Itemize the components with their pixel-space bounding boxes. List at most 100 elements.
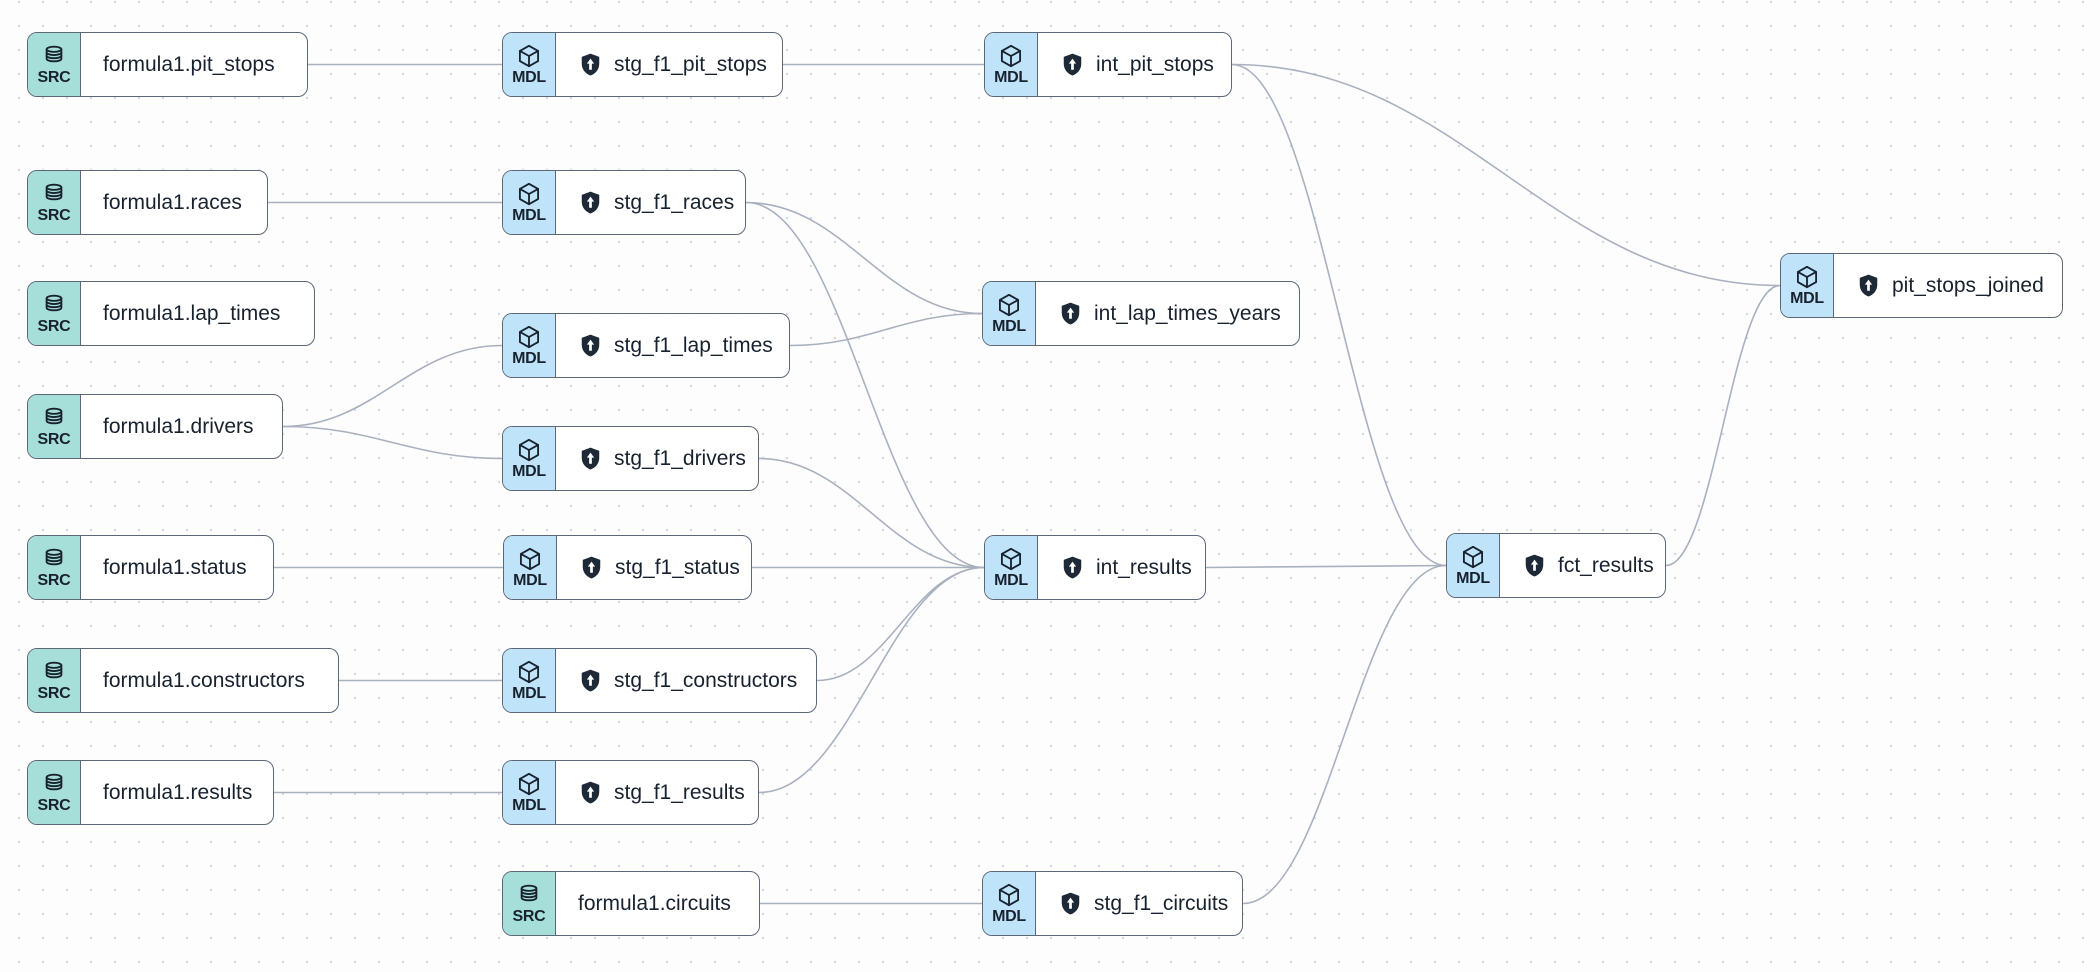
node-label: stg_f1_results [614, 780, 745, 804]
node-src_drivers[interactable]: SRC formula1.drivers [27, 394, 283, 459]
node-label: formula1.pit_stops [103, 52, 275, 76]
node-body: formula1.races [81, 171, 262, 234]
database-icon [45, 46, 63, 63]
shield-icon [581, 669, 600, 692]
node-src_results[interactable]: SRC formula1.results [27, 760, 274, 825]
node-body: formula1.pit_stops [81, 33, 295, 96]
node-stg_status[interactable]: MDL stg_f1_status [503, 535, 752, 600]
edge-stg_constructors-int_results [816, 566, 985, 682]
node-stg_pit_stops[interactable]: MDL stg_f1_pit_stops [502, 32, 783, 97]
node-body: stg_f1_circuits [1036, 872, 1242, 935]
node-type-label: MDL [513, 572, 547, 590]
cube-icon [518, 183, 540, 206]
node-type-badge: MDL [1781, 254, 1834, 317]
node-fct_results[interactable]: MDL fct_results [1446, 533, 1666, 598]
node-label: stg_f1_drivers [614, 446, 746, 470]
node-body: pit_stops_joined [1834, 254, 2062, 317]
node-stg_lap_times[interactable]: MDL stg_f1_lap_times [502, 313, 790, 378]
shield-icon [581, 334, 600, 357]
node-type-badge: MDL [1447, 534, 1500, 597]
node-type-badge: MDL [503, 649, 556, 712]
node-type-label: MDL [994, 69, 1028, 87]
node-stg_constructors[interactable]: MDL stg_f1_constructors [502, 648, 817, 713]
node-type-label: SRC [37, 69, 71, 87]
node-body: formula1.drivers [81, 395, 274, 458]
node-src_lap_times[interactable]: SRC formula1.lap_times [27, 281, 315, 346]
shield-icon [1063, 556, 1082, 579]
node-type-badge: SRC [28, 649, 81, 712]
node-type-label: SRC [37, 797, 71, 815]
node-stg_circuits[interactable]: MDL stg_f1_circuits [982, 871, 1243, 936]
node-src_circuits[interactable]: SRC formula1.circuits [502, 871, 760, 936]
node-label: formula1.status [103, 555, 247, 579]
node-body: stg_f1_lap_times [556, 314, 789, 377]
edge-stg_lap_times-int_lap_times_years [789, 312, 983, 347]
node-type-label: SRC [37, 431, 71, 449]
node-type-label: MDL [1456, 570, 1490, 588]
node-label: formula1.drivers [103, 414, 254, 438]
shield-icon [582, 556, 601, 579]
edge-stg_races-int_lap_times_years [745, 201, 983, 315]
node-src_races[interactable]: SRC formula1.races [27, 170, 268, 235]
cube-icon [518, 661, 540, 684]
node-label: fct_results [1558, 553, 1654, 577]
shield-icon [1525, 554, 1544, 577]
shield-icon [581, 191, 600, 214]
node-label: int_pit_stops [1096, 52, 1214, 76]
node-type-badge: MDL [983, 872, 1036, 935]
edge-src_drivers-stg_drivers [282, 425, 503, 460]
node-type-badge: MDL [503, 427, 556, 490]
cube-icon [998, 884, 1020, 907]
node-body: formula1.status [81, 536, 267, 599]
shield-icon [1061, 302, 1080, 325]
node-label: formula1.circuits [578, 891, 731, 915]
cube-icon [1000, 45, 1022, 68]
node-body: formula1.circuits [556, 872, 751, 935]
node-type-label: MDL [1790, 290, 1824, 308]
cube-icon [518, 45, 540, 68]
database-icon [45, 549, 63, 566]
edge-stg_circuits-fct_results [1242, 564, 1447, 905]
node-body: stg_f1_results [556, 761, 758, 824]
cube-icon [1462, 546, 1484, 569]
node-stg_drivers[interactable]: MDL stg_f1_drivers [502, 426, 759, 491]
node-stg_results[interactable]: MDL stg_f1_results [502, 760, 759, 825]
node-type-badge: MDL [503, 314, 556, 377]
cube-icon [518, 439, 540, 462]
edge-stg_races-int_results [745, 201, 985, 569]
node-body: fct_results [1500, 534, 1665, 597]
node-type-badge: SRC [28, 282, 81, 345]
node-type-label: MDL [992, 908, 1026, 926]
node-type-badge: SRC [28, 395, 81, 458]
node-body: formula1.lap_times [81, 282, 300, 345]
node-stg_races[interactable]: MDL stg_f1_races [502, 170, 746, 235]
node-type-badge: SRC [28, 33, 81, 96]
cube-icon [1000, 548, 1022, 571]
shield-icon [1063, 53, 1082, 76]
node-body: int_pit_stops [1038, 33, 1231, 96]
node-type-badge: MDL [983, 282, 1036, 345]
node-src_constructors[interactable]: SRC formula1.constructors [27, 648, 339, 713]
node-type-badge: MDL [504, 536, 557, 599]
node-int_pit_stops[interactable]: MDL int_pit_stops [984, 32, 1232, 97]
node-type-label: MDL [992, 318, 1026, 336]
node-type-badge: SRC [28, 761, 81, 824]
node-int_lap_times_years[interactable]: MDL int_lap_times_years [982, 281, 1300, 346]
cube-icon [998, 294, 1020, 317]
node-type-badge: MDL [503, 761, 556, 824]
node-src_pit_stops[interactable]: SRC formula1.pit_stops [27, 32, 308, 97]
node-src_status[interactable]: SRC formula1.status [27, 535, 274, 600]
node-label: stg_f1_lap_times [614, 333, 773, 357]
node-type-label: SRC [512, 908, 546, 926]
node-type-badge: MDL [985, 536, 1038, 599]
node-label: stg_f1_constructors [614, 668, 798, 692]
node-int_results[interactable]: MDL int_results [984, 535, 1206, 600]
node-body: formula1.results [81, 761, 272, 824]
database-icon [520, 885, 538, 902]
database-icon [45, 662, 63, 679]
node-pit_stops_joined[interactable]: MDL pit_stops_joined [1780, 253, 2063, 318]
node-body: stg_f1_drivers [556, 427, 758, 490]
node-body: stg_f1_constructors [556, 649, 816, 712]
